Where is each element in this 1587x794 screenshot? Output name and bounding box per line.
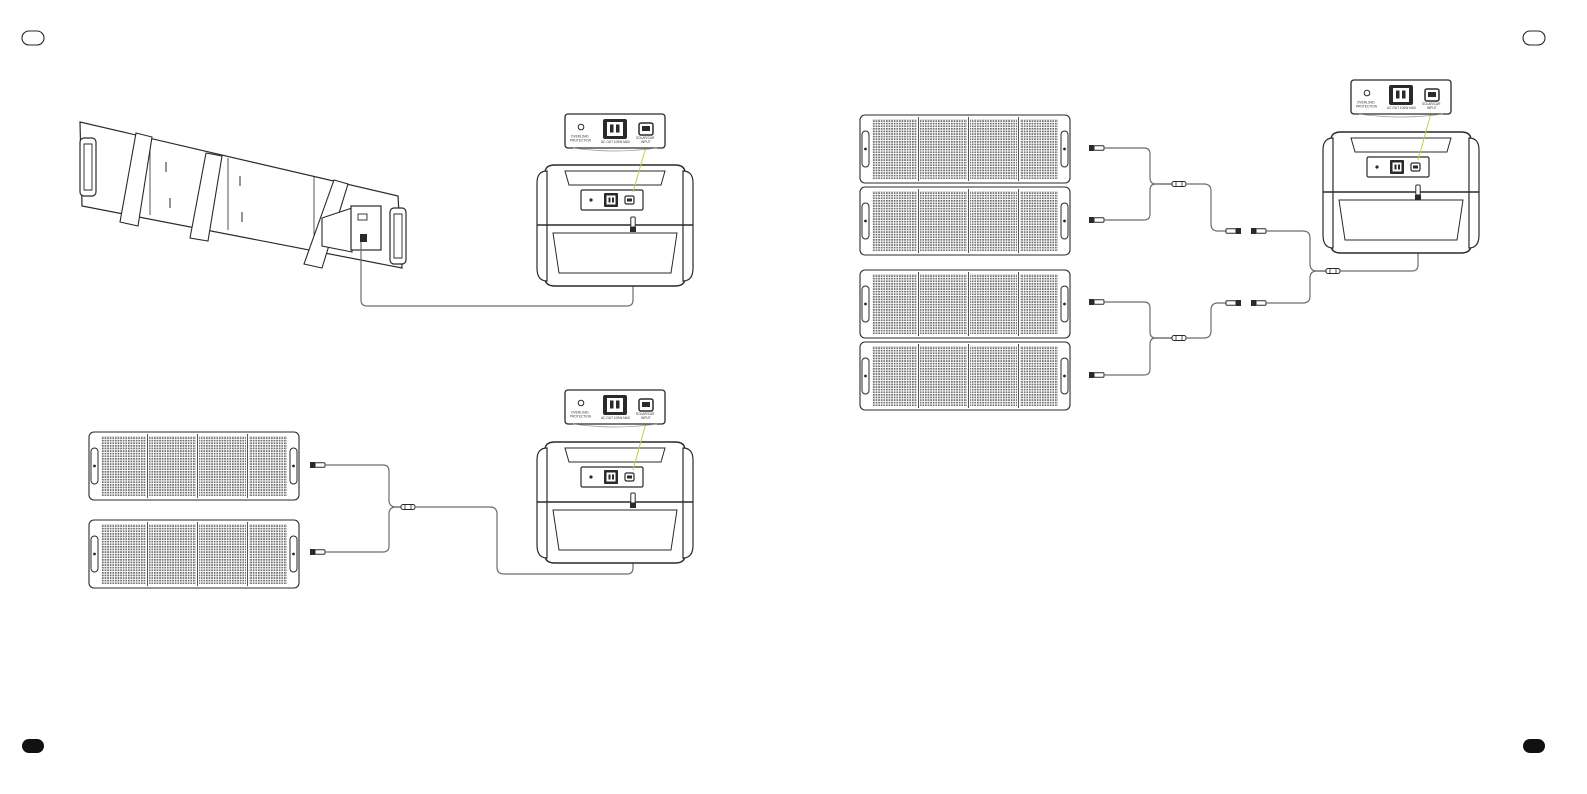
power-station-icon [537, 442, 693, 563]
page-number-tab-icon [1523, 739, 1545, 753]
y-connector-icon [1172, 182, 1186, 187]
page-number-tab-icon [22, 739, 44, 753]
port-panel-callout: OVERLOAD PROTECTION AC OUT 100W MAX SOLA… [1351, 80, 1451, 117]
foldable-solar-panel-icon [80, 122, 406, 268]
port-label-input: INPUT [641, 140, 651, 144]
page-tab-icon [1523, 31, 1545, 45]
power-station-icon [1323, 132, 1479, 253]
port-label-protection: PROTECTION [570, 139, 592, 143]
port-label-input: INPUT [1427, 106, 1437, 110]
branch-cable [1104, 338, 1172, 375]
port-panel-callout: OVERLOAD PROTECTION AC OUT 100W MAX SOLA… [565, 390, 665, 427]
branch-cable [1186, 303, 1226, 338]
port-label-input: INPUT [641, 416, 651, 420]
branch-cable [1186, 184, 1226, 231]
y-connector-icon [1172, 336, 1186, 341]
figure-four-panels-parallel: OVERLOAD PROTECTION AC OUT 100W MAX SOLA… [860, 80, 1479, 410]
power-station-icon [537, 165, 693, 286]
port-label-ac-out: AC OUT 100W MAX [601, 140, 631, 144]
solar-panel-icon [89, 520, 299, 588]
solar-panel-icon [860, 270, 1070, 338]
branch-cable [1104, 184, 1172, 220]
branch-cable [1266, 271, 1326, 303]
port-label-ac-out: AC OUT 100W MAX [1387, 106, 1417, 110]
port-label-protection: PROTECTION [1356, 105, 1378, 109]
figure-single-foldable-panel: OVERLOAD PROTECTION AC OUT 100W MAX SOLA… [80, 114, 693, 306]
branch-cable [325, 465, 401, 507]
port-label-protection: PROTECTION [570, 415, 592, 419]
solar-panel-icon [860, 115, 1070, 183]
page-tab-icon [22, 31, 44, 45]
branch-cable [325, 507, 401, 552]
branch-cable [1266, 231, 1326, 271]
branch-cable [1104, 302, 1172, 338]
y-connector-icon [401, 505, 415, 510]
solar-panel-icon [860, 342, 1070, 410]
y-connector-icon [1326, 269, 1340, 274]
figure-two-panels-parallel: OVERLOAD PROTECTION AC OUT 100W MAX SOLA… [89, 390, 693, 588]
solar-panel-icon [860, 187, 1070, 255]
solar-panel-icon [89, 432, 299, 500]
port-label-ac-out: AC OUT 100W MAX [601, 416, 631, 420]
port-panel-callout: OVERLOAD PROTECTION AC OUT 100W MAX SOLA… [565, 114, 665, 151]
branch-cable [1104, 148, 1172, 184]
